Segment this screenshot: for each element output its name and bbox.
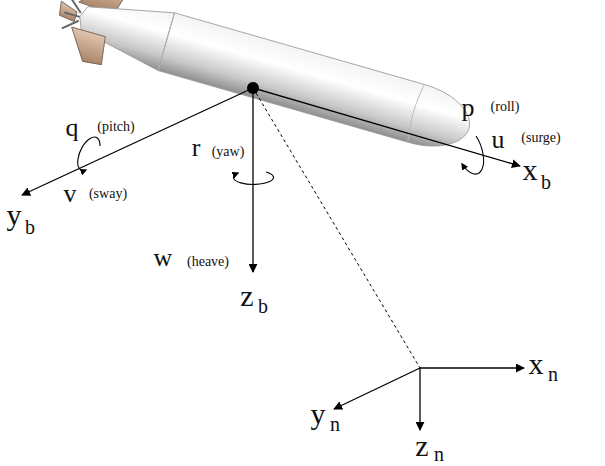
axis-symbol: q bbox=[66, 115, 79, 141]
yb-axis bbox=[22, 88, 253, 195]
axis-subscript: n bbox=[330, 414, 340, 434]
axis-letter: x bbox=[523, 155, 538, 185]
motion-name: (roll) bbox=[491, 100, 520, 114]
axis-subscript: b bbox=[258, 296, 268, 316]
yaw-arrow bbox=[233, 172, 273, 184]
zn-axis bbox=[419, 368, 420, 430]
motion-name: (yaw) bbox=[212, 145, 245, 159]
motion-name: (sway) bbox=[89, 187, 127, 201]
origin-dot bbox=[247, 82, 259, 94]
axis-subscript: n bbox=[548, 364, 558, 384]
xn-axis bbox=[420, 367, 524, 368]
axis-letter: x bbox=[529, 349, 544, 379]
axis-letter: y bbox=[311, 399, 326, 429]
zb-axis bbox=[252, 88, 253, 272]
vehicle-body bbox=[47, 0, 481, 169]
motion-name: (pitch) bbox=[97, 120, 134, 134]
axis-letter: z bbox=[415, 431, 428, 461]
axis-symbol: u bbox=[492, 127, 505, 153]
axis-symbol: p bbox=[462, 95, 475, 121]
axis-letter: z bbox=[240, 281, 253, 311]
axis-subscript: b bbox=[541, 172, 551, 192]
axis-symbol: v bbox=[64, 181, 77, 207]
axis-subscript: b bbox=[25, 217, 35, 237]
yn-axis bbox=[334, 368, 420, 409]
motion-name: (surge) bbox=[521, 131, 560, 145]
pitch-arrow bbox=[78, 137, 100, 171]
roll-arrow bbox=[462, 136, 484, 174]
position-vector bbox=[253, 88, 420, 368]
axis-letter: y bbox=[7, 200, 22, 230]
axis-subscript: n bbox=[434, 444, 444, 464]
axis-symbol: w bbox=[154, 245, 173, 271]
axis-symbol: r bbox=[192, 135, 201, 161]
xb-axis bbox=[253, 88, 520, 166]
motion-name: (heave) bbox=[187, 255, 229, 269]
